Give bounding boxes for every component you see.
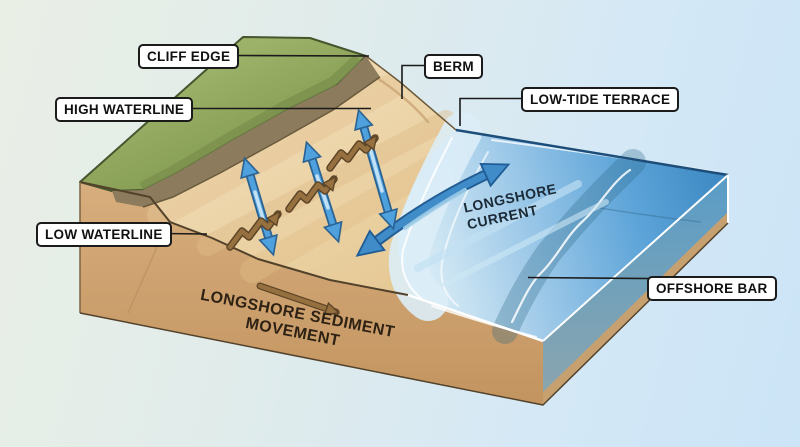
label-high-waterline: HIGH WATERLINE	[55, 97, 194, 122]
right-face	[543, 175, 728, 405]
label-low-waterline: LOW WATERLINE	[36, 222, 172, 247]
offshore-bar-band	[492, 149, 646, 344]
leader-lines	[160, 54, 649, 280]
label-cliff-edge: CLIFF EDGE	[138, 44, 240, 69]
label-berm: BERM	[424, 54, 483, 79]
longshore-current-arrow	[355, 162, 609, 287]
right-face-water-layer	[543, 175, 728, 392]
label-offshore-bar: OFFSHORE BAR	[647, 276, 777, 301]
leader-offshore-bar	[527, 276, 649, 280]
leader-berm	[401, 64, 424, 99]
beach-drift-zigzag-arrows	[226, 134, 379, 251]
grass-shadow-band	[139, 54, 362, 192]
front-face-sand	[80, 182, 543, 405]
label-low-tide-terrace: LOW-TIDE TERRACE	[521, 87, 680, 112]
cliff-face-band	[112, 56, 380, 207]
sediment-movement-arrow	[256, 282, 341, 316]
leader-low-tide-terrace	[459, 97, 521, 126]
leader-cliff-edge	[232, 54, 370, 57]
